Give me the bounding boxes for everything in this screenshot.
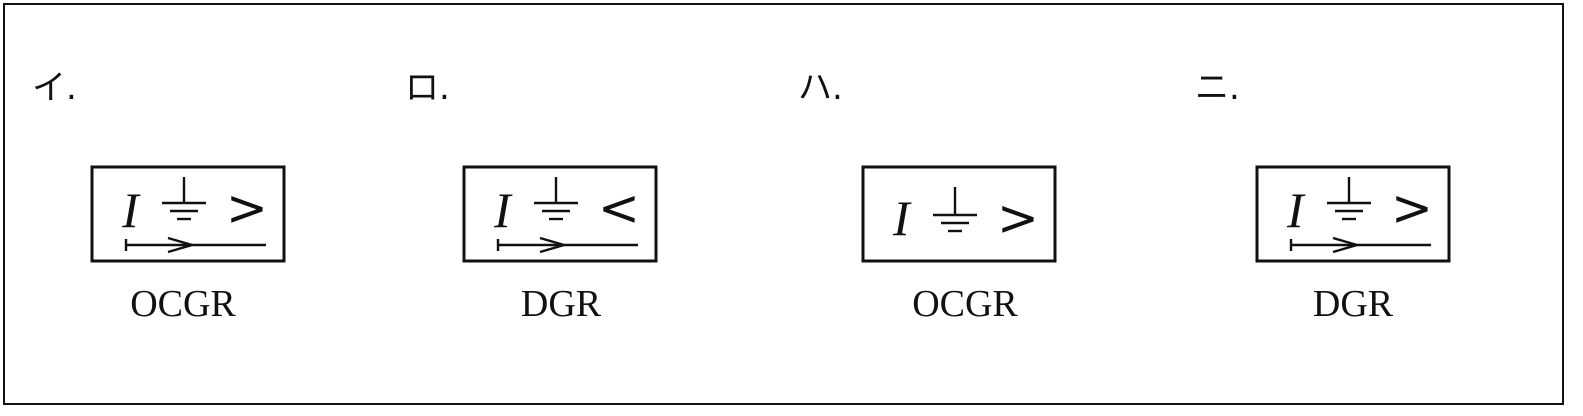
option-label-ni: ニ. (1195, 68, 1240, 108)
option-label-i: イ. (32, 68, 77, 108)
relay-symbol-svg-ni: I > (1255, 165, 1451, 263)
relay-caption-ro: DGR (520, 283, 602, 325)
ground-icon (534, 177, 578, 221)
relay-symbol-i: I > (90, 165, 286, 263)
ground-icon (1327, 177, 1371, 221)
direction-arrow-icon (1289, 236, 1431, 254)
relay-symbol-ro: I < (462, 165, 658, 263)
current-symbol: I (121, 182, 141, 238)
comparator-sign: < (598, 179, 640, 237)
relay-caption-i: OCGR (130, 283, 236, 325)
direction-arrow-icon (496, 236, 638, 254)
current-symbol: I (892, 190, 912, 246)
relay-caption-ha: OCGR (912, 283, 1018, 325)
relay-symbol-svg-ro: I < (462, 165, 658, 263)
relay-symbol-svg-ha: I > (861, 165, 1057, 263)
relay-caption-ni: DGR (1312, 283, 1394, 325)
comparator-sign: > (226, 179, 268, 237)
ground-icon (162, 177, 206, 221)
comparator-sign: > (1391, 179, 1433, 237)
option-label-ro: ロ. (405, 68, 450, 108)
current-symbol: I (1286, 182, 1306, 238)
relay-symbol-svg-i: I > (90, 165, 286, 263)
relay-symbol-ha: I > (861, 165, 1057, 263)
comparator-sign: > (997, 189, 1039, 247)
relay-symbol-ni: I > (1255, 165, 1451, 263)
current-symbol: I (493, 182, 513, 238)
ground-icon (933, 187, 977, 233)
direction-arrow-icon (124, 236, 266, 254)
option-label-ha: ハ. (798, 68, 843, 108)
diagram-frame: イ. I > OCGR ロ. I (3, 3, 1564, 405)
